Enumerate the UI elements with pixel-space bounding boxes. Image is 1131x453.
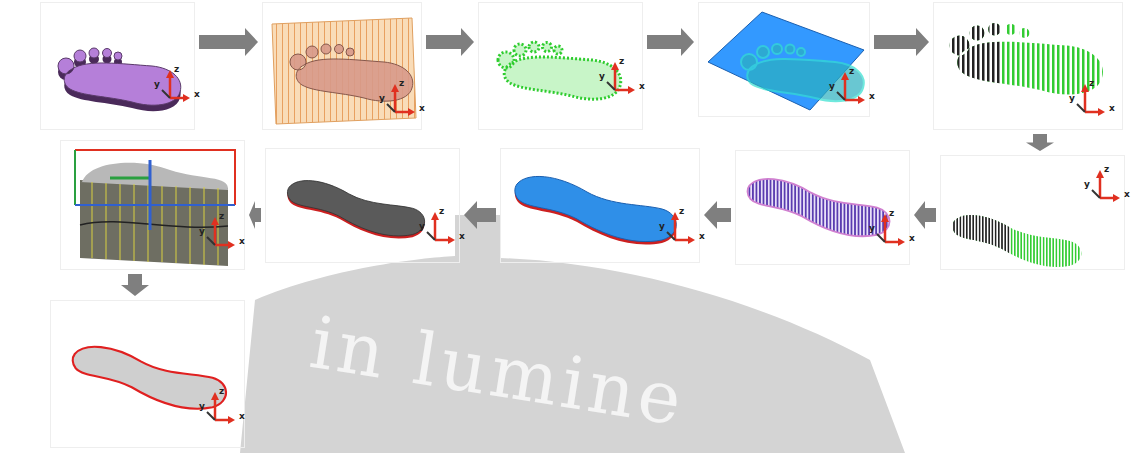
axis-symbol (837, 72, 865, 104)
axis-label: z (619, 57, 624, 66)
step-panel: zyx (40, 2, 195, 130)
flow-arrow (464, 201, 496, 229)
axis-label: y (199, 402, 205, 411)
axis-label: y (199, 227, 205, 236)
step-panel: z y x (933, 2, 1123, 130)
flow-arrow (874, 28, 929, 56)
step-panel: zyx (500, 148, 700, 263)
axis-symbol (207, 392, 235, 424)
axis-symbol (1092, 170, 1120, 202)
step-panel: z y x (50, 300, 245, 448)
flow-arrow (199, 28, 258, 56)
step-panel: zyx (940, 155, 1125, 270)
flow-arrow (647, 28, 694, 56)
flow-arrow (121, 274, 149, 296)
axis-label: y (154, 80, 160, 89)
axis-symbol (607, 62, 635, 94)
axis-label: z (439, 207, 444, 216)
axis-label: x (869, 92, 875, 101)
axis-label: z (399, 79, 404, 88)
axis-label: z (219, 212, 224, 221)
axis-label: x (194, 90, 200, 99)
axis-label: y (1084, 180, 1090, 189)
axis-label: z (889, 209, 894, 218)
axis-label: z (849, 67, 854, 76)
axis-label: z (679, 207, 684, 216)
step-panel: z y x (60, 140, 245, 270)
axis-label: x (639, 82, 645, 91)
flow-arrow (704, 201, 731, 229)
flow-arrow (1026, 134, 1054, 151)
axis-label: z (1104, 165, 1109, 174)
flow-arrow (249, 201, 261, 229)
axis-symbol (667, 212, 695, 244)
axis-label: x (239, 237, 245, 246)
axis-label: z (219, 387, 224, 396)
axis-symbol (877, 214, 905, 246)
axis-symbol (162, 70, 190, 102)
axis-label: y (379, 94, 385, 103)
axis-symbol (427, 212, 455, 244)
step-panel: z y x (478, 2, 643, 130)
axis-label: x (909, 234, 915, 243)
axis-label: x (699, 232, 705, 241)
axis-label: x (1124, 190, 1130, 199)
axis-label: y (869, 224, 875, 233)
axis-label: y (829, 82, 835, 91)
axis-label: x (459, 232, 465, 241)
axis-label: z (1089, 79, 1094, 88)
flow-arrow (914, 201, 936, 229)
axis-symbol (1077, 84, 1105, 116)
step-panel: zyx (265, 148, 460, 263)
axis-symbol (387, 84, 415, 116)
axis-label: x (1109, 104, 1115, 113)
axis-label: y (659, 222, 665, 231)
axis-label: x (239, 412, 245, 421)
axis-symbol (207, 217, 235, 249)
step-panel: z y x (262, 2, 422, 130)
axis-label: y (1069, 94, 1075, 103)
step-panel: zyx (735, 150, 910, 265)
axis-label: y (599, 72, 605, 81)
flow-arrow (426, 28, 474, 56)
axis-label: x (419, 104, 425, 113)
axis-label: z (174, 65, 179, 74)
axis-label: y (419, 222, 425, 231)
step-panel: zyx (698, 2, 870, 117)
